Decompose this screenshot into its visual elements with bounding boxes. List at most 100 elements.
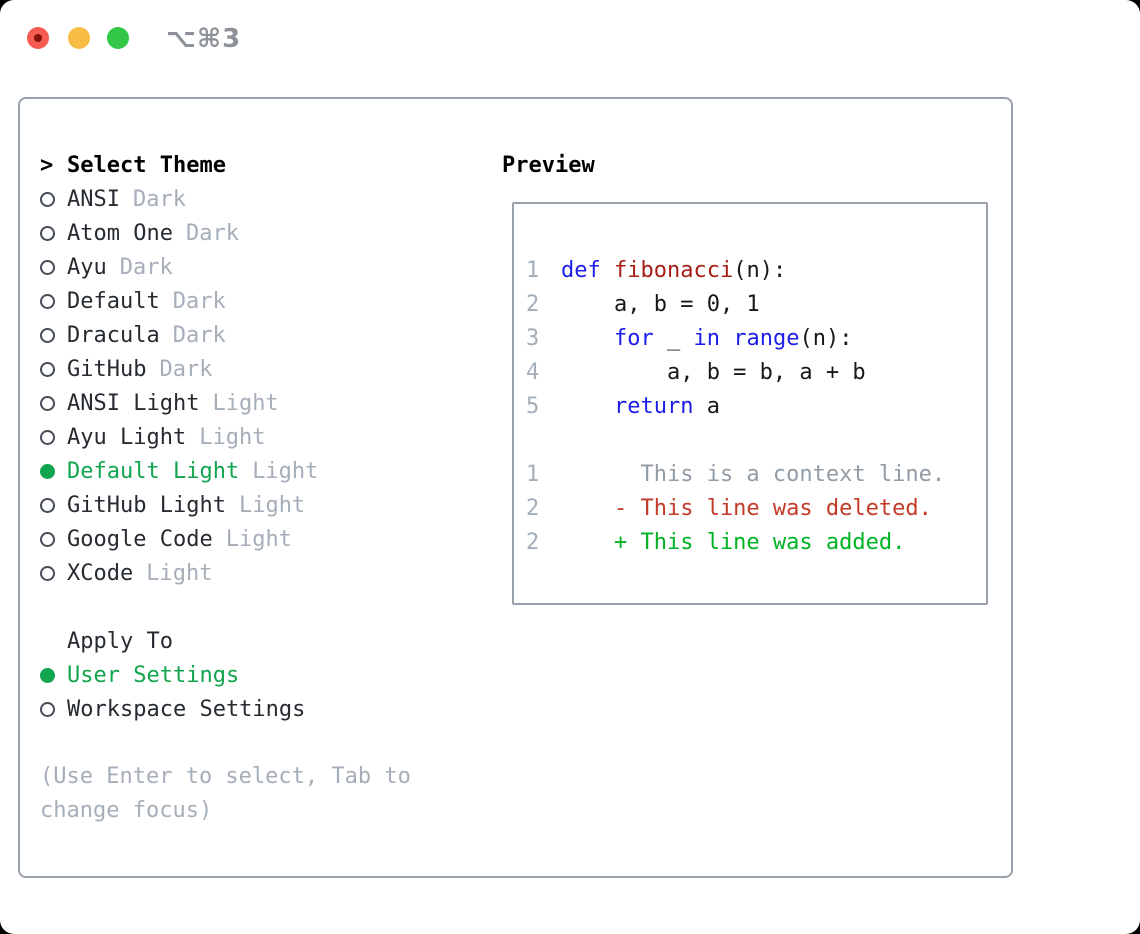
diff-block: 1 This is a context line.2 - This line w… [526, 457, 986, 559]
code-segment: range [733, 325, 800, 351]
line-number: 3 [526, 325, 540, 351]
code-segment: _ [653, 325, 694, 351]
theme-option[interactable]: XCode Light [40, 556, 485, 590]
theme-name: GitHub [67, 356, 147, 382]
diff-text: - This line was deleted. [561, 495, 932, 521]
theme-option[interactable]: Dracula Dark [40, 318, 485, 352]
theme-name: Dracula [67, 322, 160, 348]
theme-name: Ayu Light [67, 424, 187, 450]
theme-option[interactable]: Google Code Light [40, 522, 485, 556]
theme-name: ANSI Light [67, 390, 200, 416]
theme-variant: Dark [172, 288, 226, 314]
theme-option[interactable]: ANSI Dark [40, 182, 485, 216]
code-line: 4 a, b = b, a + b [526, 355, 986, 389]
radio-unselected-icon [40, 327, 55, 343]
diff-line: 1 This is a context line. [526, 457, 986, 491]
titlebar: ⌥⌘3 [0, 0, 1140, 76]
theme-name: ANSI [67, 186, 120, 212]
theme-option[interactable]: ANSI Light Light [40, 386, 485, 420]
maximize-button[interactable] [107, 27, 129, 49]
close-button[interactable] [27, 27, 49, 49]
code-segment: (n): [799, 325, 853, 351]
diff-text: + This line was added. [561, 529, 906, 555]
theme-variant: Light [252, 458, 319, 484]
select-theme-header: > Select Theme [40, 148, 485, 182]
radio-unselected-icon [40, 395, 55, 411]
line-number: 1 [526, 257, 540, 283]
apply-to-option[interactable]: User Settings [40, 658, 485, 692]
theme-variant: Dark [119, 254, 173, 280]
minimize-button[interactable] [68, 27, 90, 49]
code-segment: def [561, 257, 601, 283]
theme-name: Default [67, 288, 160, 314]
radio-unselected-icon [40, 293, 55, 309]
radio-unselected-icon [40, 259, 55, 275]
theme-name: Ayu [67, 254, 107, 280]
theme-variant: Light [212, 390, 279, 416]
code-segment: a [693, 393, 720, 419]
radio-unselected-icon [40, 531, 55, 547]
theme-option[interactable]: Default Light Light [40, 454, 485, 488]
code-segment: return [613, 393, 694, 419]
theme-option[interactable]: Atom One Dark [40, 216, 485, 250]
diff-line: 2 + This line was added. [526, 525, 986, 559]
radio-unselected-icon [40, 429, 55, 445]
theme-name: Google Code [67, 526, 213, 552]
apply-to-label: Workspace Settings [67, 696, 306, 722]
code-segment: for [613, 325, 654, 351]
code-segment: a, b = 0, 1 [561, 291, 760, 317]
code-segment: a, b = b, a + b [561, 359, 866, 385]
radio-unselected-icon [40, 497, 55, 513]
code-segment [601, 258, 614, 283]
diff-text: This is a context line. [561, 461, 946, 487]
radio-unselected-icon [40, 361, 55, 377]
line-number: 2 [526, 495, 540, 521]
code-line: 5 return a [526, 389, 986, 423]
line-number: 4 [526, 359, 540, 385]
theme-option[interactable]: Default Dark [40, 284, 485, 318]
theme-option[interactable]: Ayu Light Light [40, 420, 485, 454]
theme-name: GitHub Light [67, 492, 226, 518]
theme-variant: Light [199, 424, 266, 450]
theme-variant: Light [146, 560, 213, 586]
theme-variant: Dark [185, 220, 239, 246]
theme-option[interactable]: GitHub Dark [40, 352, 485, 386]
code-line: 2 a, b = 0, 1 [526, 287, 986, 321]
radio-unselected-icon [40, 191, 55, 207]
theme-option[interactable]: Ayu Dark [40, 250, 485, 284]
line-number: 2 [526, 529, 540, 555]
theme-name: Default Light [67, 458, 240, 484]
apply-to-header: Apply To [40, 624, 485, 658]
theme-variant: Dark [159, 356, 213, 382]
code-segment: (n): [733, 257, 787, 283]
radio-unselected-icon [40, 565, 55, 581]
line-number: 5 [526, 393, 540, 419]
radio-selected-icon [40, 667, 55, 683]
diff-line: 2 - This line was deleted. [526, 491, 986, 525]
apply-to-label: User Settings [67, 662, 240, 688]
close-dot-icon [34, 34, 42, 42]
theme-variant: Dark [172, 322, 226, 348]
radio-unselected-icon [40, 701, 55, 717]
cursor-indicator: > [40, 152, 54, 178]
radio-selected-icon [40, 463, 55, 479]
window-title: ⌥⌘3 [166, 24, 242, 54]
code-segment [561, 326, 614, 351]
apply-to-option[interactable]: Workspace Settings [40, 692, 485, 726]
theme-variant: Light [225, 526, 292, 552]
theme-variant: Dark [132, 186, 186, 212]
theme-name: XCode [67, 560, 134, 586]
code-segment [720, 326, 733, 351]
preview-title: Preview [502, 152, 595, 178]
theme-name: Atom One [67, 220, 173, 246]
